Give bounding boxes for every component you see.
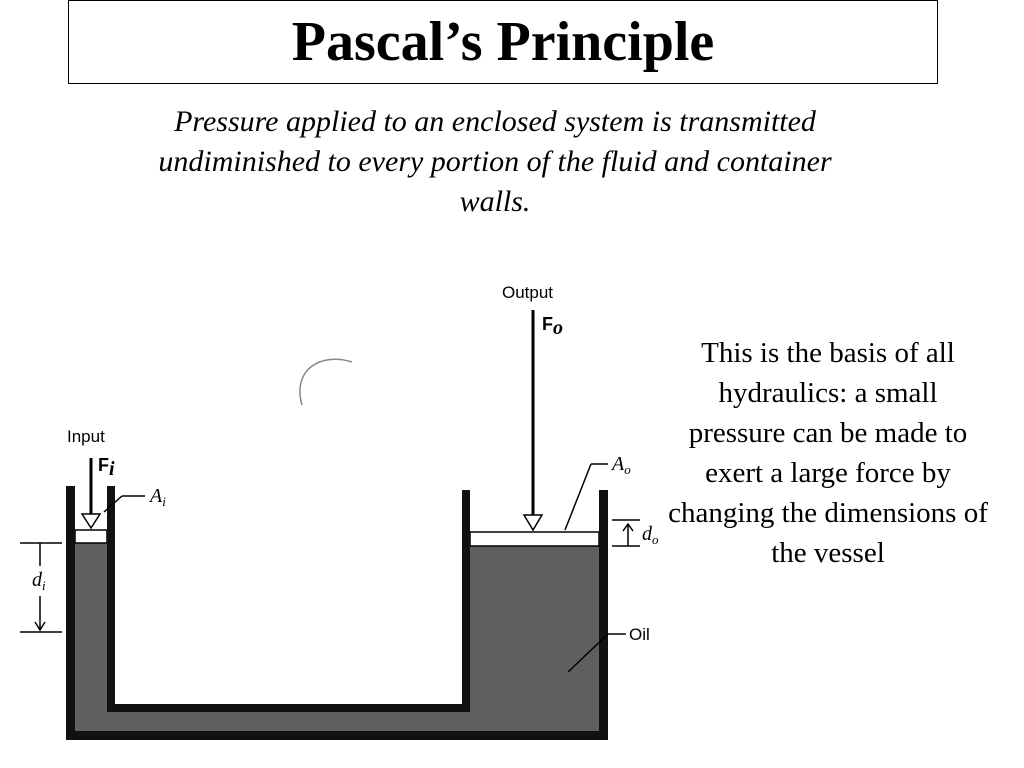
output-force-arrow bbox=[522, 310, 544, 532]
input-force-label: Fi bbox=[98, 455, 115, 480]
input-displacement-marker bbox=[20, 542, 62, 633]
input-label: Input bbox=[67, 427, 105, 446]
input-distance-label: di bbox=[32, 569, 46, 593]
oil-label: Oil bbox=[629, 625, 650, 644]
input-force-arrow bbox=[80, 458, 102, 530]
output-area-leader bbox=[564, 463, 592, 531]
page-title: Pascal’s Principle bbox=[291, 11, 715, 73]
oil-fluid bbox=[75, 543, 599, 731]
output-force-label: Fo bbox=[542, 314, 563, 339]
output-displacement-marker bbox=[612, 519, 640, 547]
stray-arc bbox=[299, 358, 353, 406]
output-area-label: Ao bbox=[610, 453, 631, 477]
hydraulics-explanation: This is the basis of all hydraulics: a s… bbox=[668, 337, 988, 569]
principle-statement: Pressure applied to an enclosed system i… bbox=[158, 105, 832, 218]
input-area-leader bbox=[103, 495, 123, 513]
title-box: Pascal’s Principle bbox=[68, 0, 938, 84]
oil-leader bbox=[567, 633, 609, 673]
input-area-label: Ai bbox=[148, 485, 166, 509]
vessel-walls bbox=[66, 486, 608, 740]
output-distance-label: do bbox=[642, 523, 659, 547]
output-piston bbox=[469, 531, 600, 547]
output-label: Output bbox=[502, 283, 553, 302]
input-piston bbox=[74, 529, 108, 544]
